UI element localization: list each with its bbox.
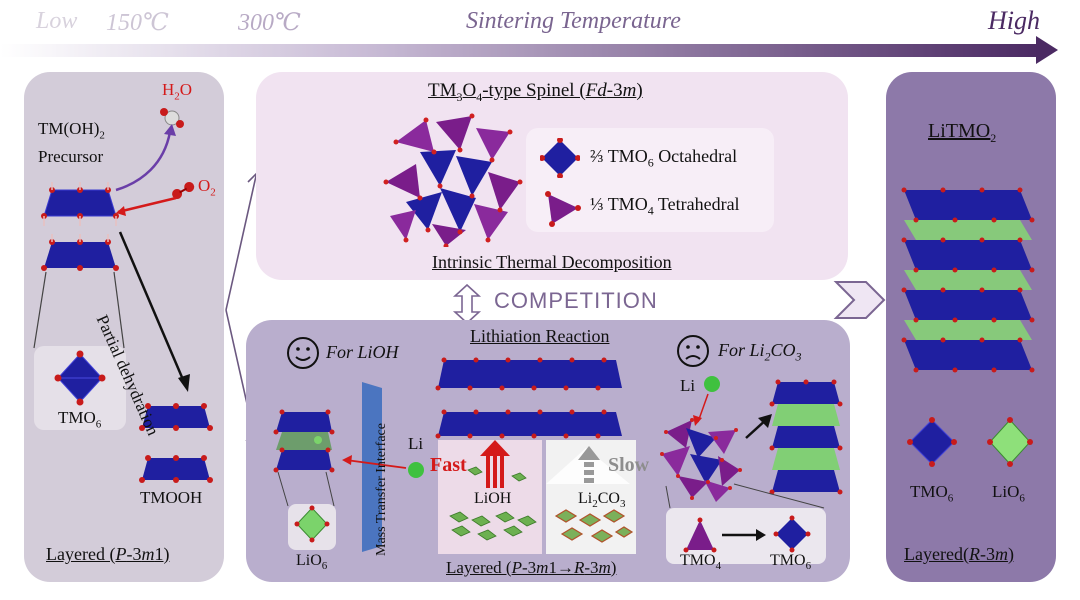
product-title: LiTMO2 [928,120,997,145]
precursor-layers-icon [41,182,119,271]
li-right-label: Li [680,376,696,395]
legend-octahedral: ⅔ TMO6 Octahedral [590,146,738,170]
happy-face-icon [287,337,319,369]
competition-double-arrow-icon [452,284,482,324]
product-lio6-icon [987,417,1033,467]
product-tmo6-label: TMO6 [910,482,954,505]
tmo6-octahedron-small-icon [773,515,811,553]
oxygen-label: O2 [198,176,216,199]
axis-title: Sintering Temperature [466,8,681,34]
dehydration-curve-arrow [115,131,172,192]
slow-label: Slow [608,454,650,476]
sad-face-icon [677,335,709,367]
precursor-graphics [33,108,213,483]
for-li2co3-label: For Li2CO3 [718,340,802,364]
fast-label: Fast [430,454,467,476]
lioh-product-layers-icon [273,409,335,473]
label-150: 150℃ [106,10,169,36]
legend-tetrahedral: ⅓ TMO4 Tetrahedral [590,194,740,218]
product-footer: Layered(R-3m) [904,544,1014,564]
mass-transfer-interface-bar [362,382,382,552]
lithiation-footer: Layered (P-3m1→R-3m) [446,558,617,577]
left-footer: Layered (P-3m1) [46,544,170,564]
competition-label: COMPETITION [494,288,658,313]
fast-arrow-icon [480,440,510,488]
lithiation-title: Lithiation Reaction [470,326,610,346]
precursor-label: TM(OH)2 Precursor [38,119,105,167]
spinel-structure [383,113,523,247]
li-label: Li [408,434,424,453]
label-300: 300℃ [238,10,301,36]
temperature-arrow [0,36,1058,64]
lioh-label: LiOH [474,490,512,507]
product-structure [901,187,1035,467]
lio6-octahedron-icon [294,505,330,543]
precursor-panel [24,72,224,582]
tmooh-label: TMOOH [140,488,203,507]
water-label: H2O [162,80,193,103]
li2co3-molecules-icon [554,509,634,543]
product-tmo6-icon [907,417,957,467]
spinel-legend-box [526,128,774,232]
li-atom-right-icon [704,376,720,392]
label-high: High [988,6,1040,35]
dehydration-arrow [118,231,186,383]
litmo2-layers-icon [901,187,1035,373]
spinel-title: TM3O4-type Spinel (Fd-3m) [428,80,643,104]
li-atom-icon [408,462,424,478]
lioh-molecules-icon [449,466,537,541]
tmooh-layers-icon [139,403,213,483]
temperature-axis [0,0,1080,70]
product-lio6-label: LiO6 [992,482,1025,505]
for-lioh-label: For LiOH [326,342,399,362]
label-low: Low [36,8,78,34]
mass-transfer-label: Mass Transfer Interface [374,423,389,556]
lithiation-graphics [273,357,843,564]
to-product-chevron-icon [833,281,886,319]
tmo6-label: TMO6 [58,408,102,431]
spinel-crystal-icon [383,113,523,247]
tmo6-small-label: TMO6 [770,552,812,573]
spinel-cluster-icon [660,418,742,502]
li2co3-product-layers-icon [769,379,843,495]
legend-tetrahedron-icon [545,191,581,227]
lio6-label: LiO6 [296,552,328,573]
tmo4-label: TMO4 [680,552,722,573]
lithiation-layers-icon [435,357,622,439]
slow-arrow-icon [578,446,600,483]
li2co3-label: Li2CO3 [578,490,626,511]
legend-octahedron-icon [540,138,580,178]
spinel-footer: Intrinsic Thermal Decomposition [432,252,672,272]
octahedron-icon [54,350,106,406]
oxygen-arrow [117,196,177,214]
tmo4-tetrahedron-icon [683,517,717,553]
oxygen-molecule-icon [172,182,195,199]
